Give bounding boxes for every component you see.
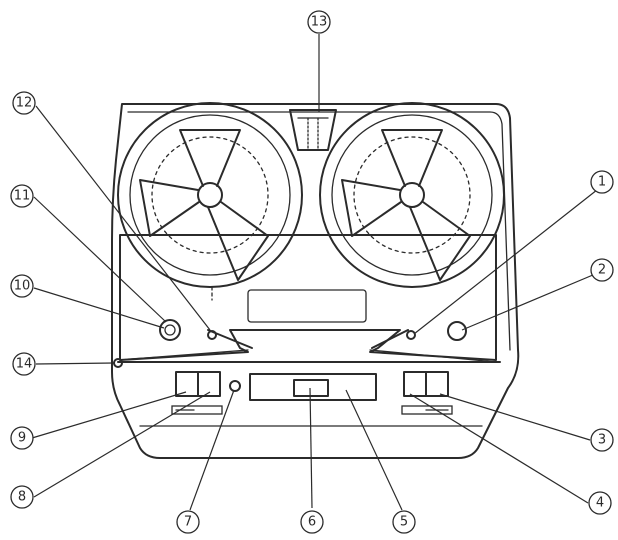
right-reel-spoke-right — [409, 201, 471, 281]
leader-14 — [35, 362, 115, 365]
callout-10: 10 — [10, 274, 34, 298]
callout-11: 11 — [10, 184, 34, 208]
right-small-knob[interactable] — [406, 330, 416, 340]
callout-11-label: 11 — [14, 189, 31, 204]
deck-plate-outline — [119, 234, 497, 361]
callout-3: 3 — [590, 428, 614, 452]
leader-11 — [33, 196, 167, 323]
tone-knob[interactable] — [447, 321, 467, 341]
left-reel-inner-rim — [129, 114, 291, 276]
deck-lower-edge-left — [119, 349, 249, 361]
callout-13: 13 — [307, 10, 331, 34]
left-reel — [117, 102, 303, 301]
callout-14-label: 14 — [16, 357, 33, 372]
leader-1 — [413, 185, 603, 335]
leader-2 — [461, 271, 601, 331]
button-right-1[interactable] — [403, 371, 427, 397]
callout-13-label: 13 — [311, 15, 328, 30]
right-reel-tape-pack — [353, 136, 471, 254]
leader-6 — [309, 387, 313, 509]
button-left-2[interactable] — [197, 371, 221, 397]
callout-7: 7 — [176, 510, 200, 534]
left-small-knob[interactable] — [207, 330, 217, 340]
button-right-2[interactable] — [425, 371, 449, 397]
leader-lines — [31, 34, 603, 511]
callout-8-label: 8 — [18, 490, 26, 505]
leader-3 — [439, 393, 591, 441]
leader-8 — [33, 391, 211, 498]
cabinet-outline — [111, 103, 520, 459]
callout-10-label: 10 — [14, 279, 31, 294]
callout-4: 4 — [588, 491, 612, 515]
leader-4 — [409, 393, 589, 504]
right-reel-hub — [399, 182, 425, 208]
left-reel-hub — [197, 182, 223, 208]
leader-12 — [35, 105, 211, 331]
cabinet — [111, 103, 520, 459]
callout-6-label: 6 — [308, 515, 316, 530]
leader-7 — [189, 389, 235, 511]
callout-2-label: 2 — [598, 263, 606, 278]
right-reel-inner-rim — [331, 114, 493, 276]
callout-12: 12 — [12, 91, 36, 115]
right-reel-spoke-left — [341, 179, 402, 237]
callout-14: 14 — [12, 352, 36, 376]
indicator-jack[interactable] — [229, 380, 241, 392]
deck-plate — [119, 234, 497, 363]
counter-display — [293, 379, 329, 397]
callout-1-label: 1 — [598, 175, 606, 190]
callout-7-label: 7 — [184, 515, 192, 530]
tape-splicer — [289, 109, 337, 151]
leader-5 — [345, 389, 403, 511]
cabinet-inner-outline — [127, 111, 511, 351]
counter-window — [249, 373, 377, 401]
callout-2: 2 — [590, 258, 614, 282]
head-cover — [247, 289, 367, 323]
callout-4-label: 4 — [596, 496, 604, 511]
callouts: 1 2 3 4 5 6 7 8 9 10 11 12 13 14 — [10, 10, 614, 534]
callout-5: 5 — [392, 510, 416, 534]
leader-10 — [33, 287, 165, 329]
right-reel-flange — [319, 102, 505, 288]
callout-8: 8 — [10, 485, 34, 509]
button-left-1[interactable] — [175, 371, 199, 397]
left-reel-spoke-left — [139, 179, 200, 237]
deck-lower-edge-right — [369, 349, 497, 363]
lever-left[interactable] — [171, 405, 223, 415]
right-reel-spoke-top — [381, 129, 443, 187]
left-reel-tape-pack — [151, 136, 269, 254]
control-panel — [117, 361, 501, 427]
callout-6: 6 — [300, 510, 324, 534]
callout-9-label: 9 — [18, 431, 26, 446]
lever-right[interactable] — [401, 405, 453, 415]
left-reel-spoke-right — [207, 201, 269, 281]
left-reel-flange — [117, 102, 303, 288]
callout-3-label: 3 — [598, 433, 606, 448]
callout-1: 1 — [590, 170, 614, 194]
callout-12-label: 12 — [16, 96, 33, 111]
right-reel — [319, 102, 505, 288]
volume-knob-center — [164, 324, 176, 336]
callout-9: 9 — [10, 426, 34, 450]
volume-knob[interactable] — [159, 319, 181, 341]
callout-5-label: 5 — [400, 515, 408, 530]
splicer-body — [289, 109, 337, 151]
tape-path-right — [371, 329, 409, 349]
left-reel-spoke-top — [179, 129, 241, 187]
leader-9 — [31, 391, 187, 439]
